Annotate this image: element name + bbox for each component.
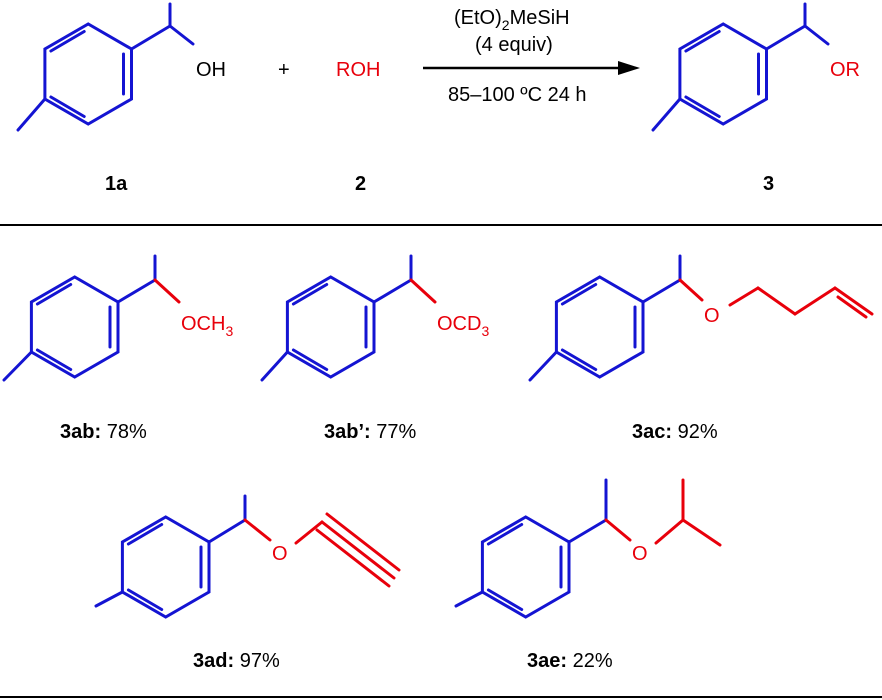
aryl-fragment-3 — [651, 2, 830, 132]
ether-bond-3ab-prime — [409, 278, 437, 304]
ether-oxygen-3ad: O — [272, 543, 288, 565]
molecule-3ab: OCH3 — [2, 254, 233, 382]
reaction-conditions: 85–100 ºC 24 h — [448, 84, 587, 106]
molecule-1a: OH — [16, 2, 226, 132]
ether-bond-3ab — [153, 278, 181, 304]
alkoxy-label-3: OR — [830, 59, 860, 81]
molecule-3ab-prime: OCD3 — [260, 254, 489, 382]
molecule-3ae: O — [454, 478, 722, 619]
aryl-fragment-1a — [16, 2, 195, 132]
yield-3ab-prime: 3ab’: 77% — [324, 421, 417, 443]
methoxy-label-3ab: OCH3 — [181, 313, 233, 339]
aryl-fragment-3ad — [94, 494, 247, 619]
aryl-fragment-3ab-prime — [260, 254, 413, 382]
reaction-arrow — [423, 61, 640, 75]
yield-3ab: 3ab: 78% — [60, 421, 147, 443]
yield-3ad: 3ad: 97% — [193, 650, 280, 672]
yield-3ac: 3ac: 92% — [632, 421, 718, 443]
aryl-fragment-3ab — [2, 254, 157, 382]
ether-oxygen-3ac: O — [704, 305, 720, 327]
molecule-3: OR — [651, 2, 860, 132]
aryl-fragment-3ae — [454, 478, 608, 619]
propargyl-chain-3ad — [243, 512, 401, 588]
reagent-silane: (EtO)2MeSiH — [454, 7, 570, 33]
ether-oxygen-3ae: O — [632, 543, 648, 565]
aryl-fragment-3ac — [528, 254, 682, 382]
compound-label-1a: 1a — [105, 173, 128, 195]
compound-label-3: 3 — [763, 173, 774, 195]
yield-3ae: 3ae: 22% — [527, 650, 613, 672]
deuteromethoxy-label-3ab-prime: OCD3 — [437, 313, 489, 339]
molecule-3ad: O — [94, 494, 401, 619]
reagent-equivalents: (4 equiv) — [475, 34, 553, 56]
isopropyl-chain-3ae — [604, 478, 722, 547]
butenyl-chain-3ac — [678, 278, 874, 319]
hydroxyl-label-1a: OH — [196, 59, 226, 81]
plus-sign: + — [278, 59, 290, 81]
molecule-3ac: O — [528, 254, 874, 382]
compound-label-2: 2 — [355, 173, 366, 195]
alcohol-reagent-roh: ROH — [336, 59, 380, 81]
